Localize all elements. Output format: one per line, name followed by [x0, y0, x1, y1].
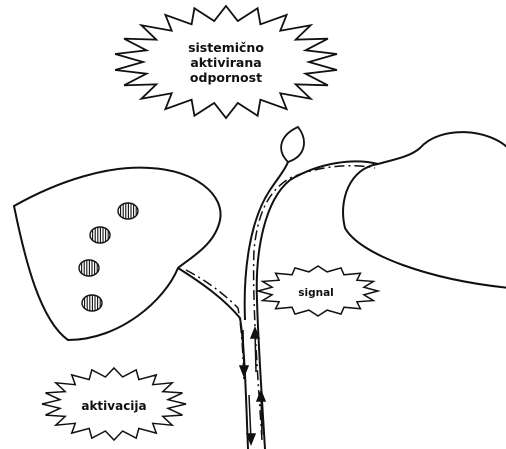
arrow-down-icon — [247, 395, 255, 444]
stem-left-edge — [178, 268, 248, 449]
infected-leaf — [14, 168, 221, 340]
signal-label: signal — [298, 287, 334, 299]
upper-right-leaf — [343, 132, 506, 288]
lesion-icon — [90, 227, 110, 243]
lesion-icon — [118, 203, 138, 219]
systemic-resistance-line-2: aktivirana — [190, 55, 261, 70]
bud-leaf — [281, 127, 304, 162]
arrow-down-icon — [240, 330, 248, 376]
lesions — [79, 203, 138, 311]
lesion-icon — [79, 260, 99, 276]
systemic-resistance-line-3: odpornost — [190, 70, 262, 85]
systemic-resistance-line-1: sistemično — [188, 40, 264, 55]
activation-label: aktivacija — [81, 399, 146, 413]
lesion-icon — [82, 295, 102, 311]
signal-path-side-branch — [186, 270, 244, 380]
